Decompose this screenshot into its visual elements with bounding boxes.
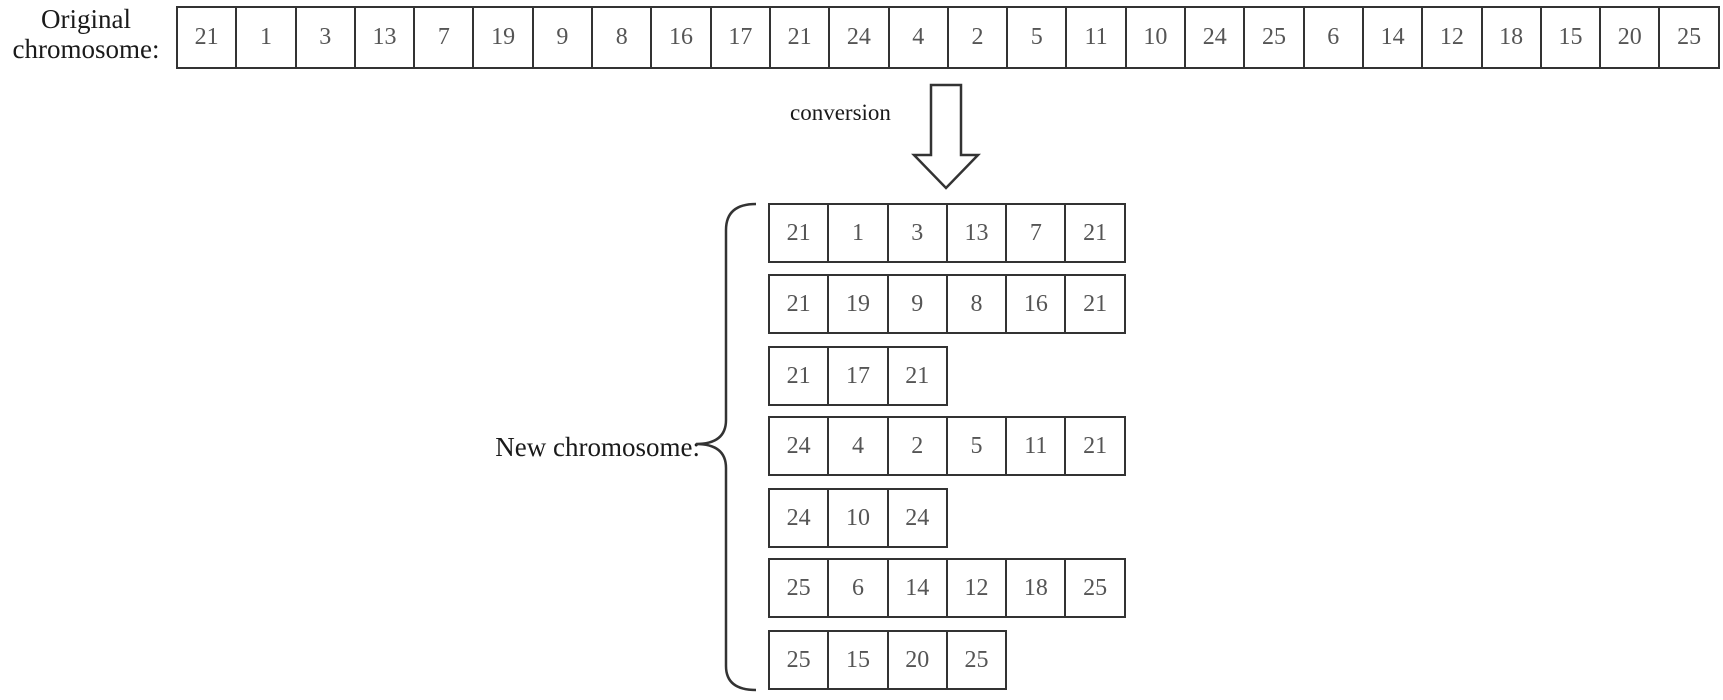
- new-gene-cell: 18: [1005, 558, 1067, 618]
- original-gene-cell: 8: [591, 6, 653, 69]
- new-gene-cell: 25: [945, 630, 1008, 690]
- original-gene-cell: 25: [1658, 6, 1720, 69]
- new-gene-cell: 24: [768, 488, 830, 548]
- original-gene-cell: 11: [1065, 6, 1127, 69]
- original-gene-cell: 24: [1184, 6, 1246, 69]
- new-gene-cell: 15: [827, 630, 889, 690]
- original-gene-cell: 7: [413, 6, 475, 69]
- original-gene-cell: 21: [176, 6, 238, 69]
- new-gene-cell: 21: [1064, 416, 1126, 476]
- new-chromosome-label: New chromosome:: [495, 432, 700, 462]
- new-gene-cell: 13: [945, 203, 1008, 263]
- original-gene-cell: 21: [768, 6, 831, 69]
- original-chromosome-label: Original chromosome:: [0, 4, 172, 64]
- new-gene-cell: 8: [945, 274, 1008, 334]
- new-gene-cell: 21: [768, 346, 830, 406]
- new-gene-cell: 24: [768, 416, 830, 476]
- new-gene-cell: 4: [827, 416, 889, 476]
- new-gene-cell: 10: [827, 488, 889, 548]
- new-gene-cell: 2: [886, 416, 948, 476]
- new-gene-cell: 21: [886, 346, 948, 406]
- original-gene-cell: 18: [1480, 6, 1542, 69]
- new-gene-cell: 25: [768, 558, 830, 618]
- new-gene-cell: 24: [886, 488, 948, 548]
- original-gene-cell: 20: [1599, 6, 1661, 69]
- original-gene-cell: 13: [353, 6, 416, 69]
- new-gene-cell: 5: [945, 416, 1008, 476]
- new-gene-cell: 20: [886, 630, 948, 690]
- new-gene-cell: 1: [827, 203, 889, 263]
- new-gene-cell: 21: [1064, 203, 1126, 263]
- original-gene-cell: 14: [1361, 6, 1424, 69]
- original-gene-cell: 2: [946, 6, 1009, 69]
- original-gene-cell: 10: [1124, 6, 1187, 69]
- new-gene-cell: 14: [886, 558, 948, 618]
- original-gene-cell: 24: [828, 6, 890, 69]
- new-gene-cell: 25: [1064, 558, 1126, 618]
- new-gene-cell: 21: [768, 203, 830, 263]
- original-gene-cell: 5: [1006, 6, 1068, 69]
- original-gene-cell: 15: [1539, 6, 1602, 69]
- new-gene-cell: 16: [1005, 274, 1067, 334]
- original-gene-cell: 3: [294, 6, 356, 69]
- original-gene-cell: 25: [1243, 6, 1305, 69]
- new-gene-cell: 21: [1064, 274, 1126, 334]
- original-gene-cell: 16: [650, 6, 712, 69]
- new-gene-cell: 9: [886, 274, 948, 334]
- new-gene-cell: 21: [768, 274, 830, 334]
- new-gene-cell: 17: [827, 346, 889, 406]
- conversion-arrow-icon: [911, 83, 981, 190]
- original-gene-cell: 6: [1302, 6, 1364, 69]
- new-gene-cell: 12: [945, 558, 1008, 618]
- original-label-line2: chromosome:: [12, 34, 160, 64]
- brace-icon: [695, 202, 757, 692]
- new-gene-cell: 3: [886, 203, 948, 263]
- original-gene-cell: 9: [531, 6, 594, 69]
- new-gene-cell: 25: [768, 630, 830, 690]
- original-gene-cell: 1: [235, 6, 297, 69]
- new-gene-cell: 19: [827, 274, 889, 334]
- original-label-line1: Original: [41, 4, 131, 34]
- original-gene-cell: 12: [1421, 6, 1483, 69]
- original-gene-cell: 19: [472, 6, 534, 69]
- new-gene-cell: 11: [1005, 416, 1067, 476]
- conversion-label: conversion: [790, 100, 891, 125]
- original-gene-cell: 4: [887, 6, 949, 69]
- new-gene-cell: 7: [1005, 203, 1067, 263]
- original-gene-cell: 17: [709, 6, 771, 69]
- new-gene-cell: 6: [827, 558, 889, 618]
